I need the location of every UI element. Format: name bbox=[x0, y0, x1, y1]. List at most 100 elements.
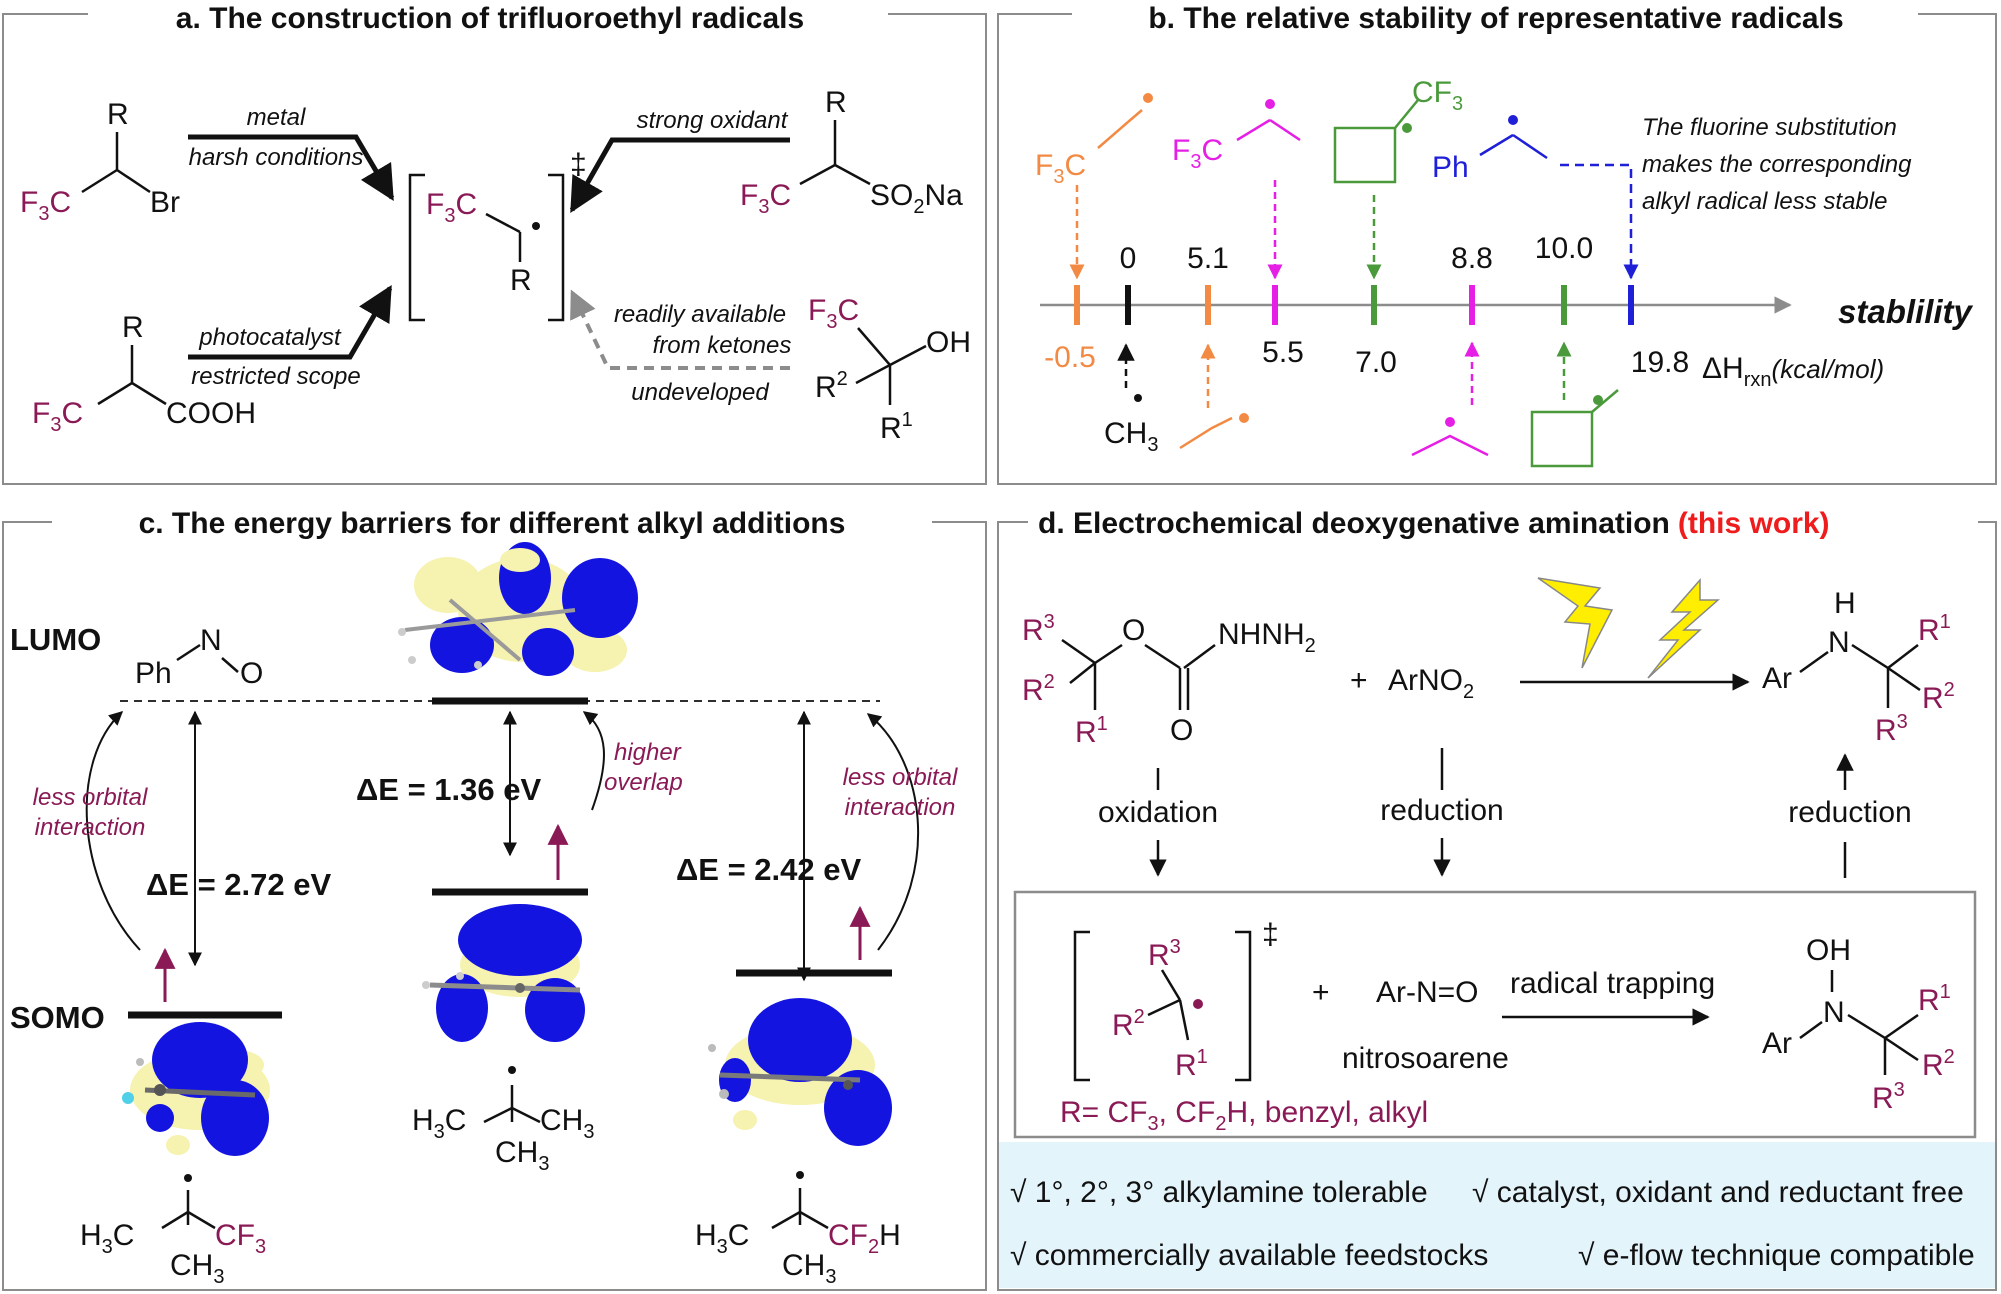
somo-orbital-2 bbox=[422, 904, 585, 1042]
undeveloped-label: undeveloped bbox=[631, 379, 769, 406]
lumo-label: LUMO bbox=[10, 622, 101, 657]
metal-arrow bbox=[188, 134, 395, 202]
somo-label: SOMO bbox=[10, 1000, 105, 1035]
feature-4: √ e-flow technique compatible bbox=[1578, 1239, 1975, 1272]
somo-orbital-3 bbox=[708, 998, 892, 1146]
alcohol-substrate: F3C OH R2 R1 bbox=[808, 294, 971, 445]
acid-substrate: R F3C COOH bbox=[32, 311, 256, 436]
svg-text:R: R bbox=[510, 264, 532, 297]
panel-b: b. The relative stability of representat… bbox=[997, 0, 1997, 485]
plus-2: + bbox=[1312, 976, 1330, 1009]
lightning-icon-1 bbox=[1537, 577, 1614, 669]
radical-cf3-cyclobutyl: CF3 bbox=[1333, 76, 1463, 280]
curve-arrow-2 bbox=[582, 711, 605, 811]
svg-text:R: R bbox=[107, 98, 129, 131]
alkyl-radical: R3 R2 R1 ‡ bbox=[1073, 918, 1279, 1082]
delta-e-242: ΔE = 2.42 eV bbox=[676, 852, 861, 887]
value-5-5: 5.5 bbox=[1262, 336, 1304, 369]
svg-text:F3C: F3C bbox=[20, 186, 71, 225]
panel-a-frame bbox=[2, 13, 987, 485]
svg-text:R3: R3 bbox=[1875, 711, 1908, 747]
panel-d: d. Electrochemical deoxygenative aminati… bbox=[997, 505, 1997, 1291]
value-5-1: 5.1 bbox=[1187, 242, 1229, 275]
higher-overlap-a: higher bbox=[614, 739, 682, 766]
tbu-radical: H3C CH3 CH3 bbox=[412, 1066, 594, 1175]
feature-box bbox=[999, 1142, 1995, 1288]
svg-text:OH: OH bbox=[926, 326, 971, 359]
svg-text:R1: R1 bbox=[1075, 713, 1108, 749]
less-orbital-2b: interaction bbox=[845, 794, 956, 821]
svg-text:R1: R1 bbox=[1918, 981, 1951, 1017]
svg-text:Ar: Ar bbox=[1762, 662, 1792, 695]
svg-text:R: R bbox=[122, 311, 144, 344]
svg-text:R1: R1 bbox=[1918, 611, 1951, 647]
amine-product: Ar N H R1 R2 R3 bbox=[1762, 587, 1955, 747]
value-7-0: 7.0 bbox=[1355, 346, 1397, 379]
svg-text:‡: ‡ bbox=[570, 148, 587, 181]
photocatalyst-label: photocatalyst bbox=[198, 324, 342, 351]
svg-text:OH: OH bbox=[1806, 934, 1851, 967]
radical-cf3ch2: F3C bbox=[1035, 93, 1153, 280]
feature-1: √ 1°, 2°, 3° alkylamine tolerable bbox=[1010, 1176, 1428, 1209]
undeveloped-arrow bbox=[570, 289, 790, 370]
svg-text:N: N bbox=[1823, 996, 1845, 1029]
svg-text:SO2Na: SO2Na bbox=[870, 179, 963, 218]
svg-text:NHNH2: NHNH2 bbox=[1218, 618, 1316, 657]
svg-text:R1: R1 bbox=[1175, 1046, 1208, 1082]
svg-text:CH3: CH3 bbox=[495, 1136, 549, 1175]
svg-text:R2: R2 bbox=[1112, 1006, 1145, 1042]
panel-c: c. The energy barriers for different alk… bbox=[2, 505, 987, 1291]
dh-label: ΔHrxn(kcal/mol) bbox=[1702, 352, 1884, 391]
higher-overlap-b: overlap bbox=[604, 769, 683, 796]
carbazate-substrate: R3 R2 R1 O O NHNH2 bbox=[1022, 611, 1316, 749]
nitrosobenzene: Ph N O bbox=[135, 624, 263, 690]
feature-2: √ catalyst, oxidant and reductant free bbox=[1472, 1176, 1964, 1209]
svg-text:R2: R2 bbox=[1022, 671, 1055, 707]
panel-a-title: a. The construction of trifluoroethyl ra… bbox=[176, 2, 804, 35]
svg-text:CH3: CH3 bbox=[782, 1249, 836, 1288]
svg-text:H3C: H3C bbox=[695, 1219, 749, 1258]
svg-text:Br: Br bbox=[150, 186, 180, 219]
hydroxylamine-product: OH N Ar R1 R2 R3 bbox=[1762, 934, 1955, 1115]
svg-text:R1: R1 bbox=[880, 409, 913, 445]
svg-text:F3C: F3C bbox=[32, 397, 83, 436]
radical-ethyl bbox=[1179, 343, 1249, 450]
svg-text:O: O bbox=[1170, 714, 1193, 747]
svg-text:‡: ‡ bbox=[1262, 918, 1279, 951]
svg-text:CH3: CH3 bbox=[170, 1249, 224, 1288]
harsh-label: harsh conditions bbox=[189, 144, 364, 171]
svg-text:F3C: F3C bbox=[426, 188, 477, 227]
axis-label: stablility bbox=[1838, 293, 1974, 330]
radical-cyclobutyl bbox=[1530, 341, 1619, 468]
r-definition: R= CF3, CF2H, benzyl, alkyl bbox=[1060, 1096, 1428, 1135]
panel-b-title: b. The relative stability of representat… bbox=[1148, 2, 1843, 35]
svg-text:R3: R3 bbox=[1148, 936, 1181, 972]
svg-text:R3: R3 bbox=[1022, 611, 1055, 647]
svg-text:R2: R2 bbox=[1922, 1046, 1955, 1082]
fluorine-note-line2: makes the corresponding bbox=[1642, 151, 1912, 178]
oxidant-arrow bbox=[569, 137, 790, 214]
strong-oxidant-label: strong oxidant bbox=[637, 107, 789, 134]
svg-text:CF3: CF3 bbox=[215, 1219, 266, 1258]
panel-b-frame bbox=[997, 13, 1997, 485]
lumo-orbital bbox=[398, 542, 638, 676]
nitrosoarene-label: nitrosoarene bbox=[1342, 1042, 1509, 1075]
readily-label: readily available bbox=[614, 301, 786, 328]
svg-text:R2: R2 bbox=[1922, 679, 1955, 715]
svg-text:F3C: F3C bbox=[1035, 149, 1086, 188]
svg-text:F3C: F3C bbox=[740, 179, 791, 218]
ketones-label: from ketones bbox=[653, 332, 792, 359]
svg-text:R3: R3 bbox=[1872, 1079, 1905, 1115]
photocat-arrow bbox=[188, 284, 393, 360]
stability-ticks bbox=[1074, 285, 1634, 325]
svg-text:F3C: F3C bbox=[808, 294, 859, 333]
plus-1: + bbox=[1350, 664, 1368, 697]
panel-d-title: d. Electrochemical deoxygenative aminati… bbox=[1038, 507, 1830, 540]
value-8-8: 8.8 bbox=[1451, 242, 1493, 275]
fluorine-note-line3: alkyl radical less stable bbox=[1642, 188, 1887, 215]
svg-text:Ph: Ph bbox=[1432, 151, 1469, 184]
radical-isopropyl bbox=[1411, 341, 1489, 457]
mechanism-box bbox=[1013, 890, 1977, 1139]
less-orbital-1a: less orbital bbox=[33, 784, 148, 811]
